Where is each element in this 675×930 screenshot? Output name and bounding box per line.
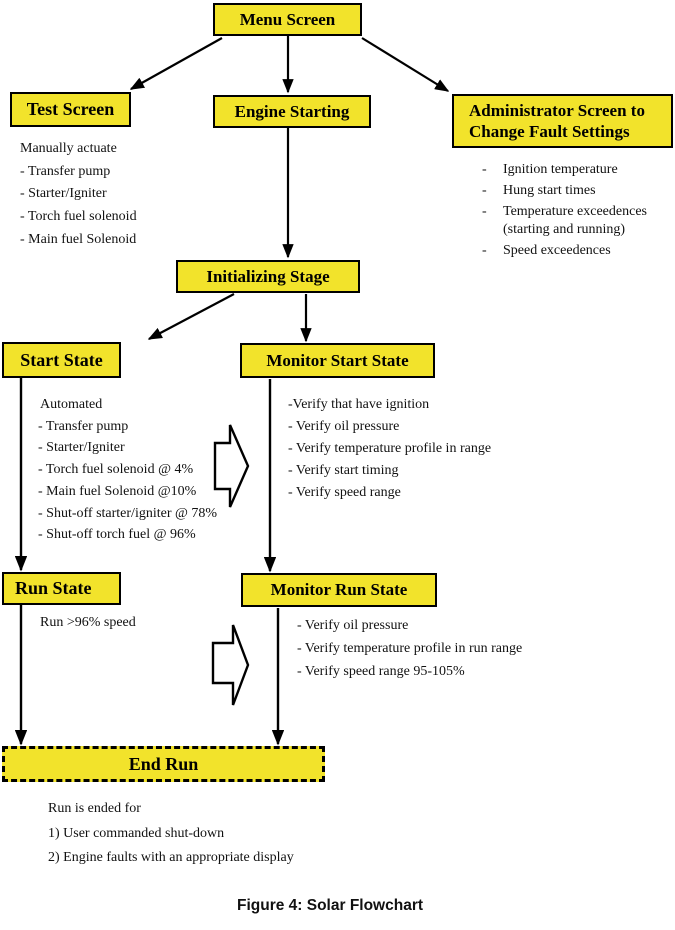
dash-bullet: - [482, 183, 487, 198]
start-notes-item: - Transfer pump [38, 418, 129, 434]
start-notes-item: - Shut-off torch fuel @ 96% [38, 527, 196, 543]
monitor-run-notes: - Verify oil pressure - Verify temperatu… [297, 614, 522, 683]
test-notes-item: - Main fuel Solenoid [20, 231, 137, 247]
start-notes-heading: Automated [40, 397, 103, 412]
monitor-start-notes: -Verify that have ignition - Verify oil … [288, 394, 491, 504]
test-screen-notes: Manually actuate - Transfer pump - Start… [20, 138, 137, 252]
monitor-run-item: - Verify oil pressure [297, 618, 409, 633]
node-menu-screen: Menu Screen [213, 3, 362, 36]
node-engine-starting: Engine Starting [213, 95, 371, 128]
dash-bullet: - [482, 243, 487, 258]
node-initializing-stage: Initializing Stage [176, 260, 360, 293]
run-state-note: Run >96% speed [40, 615, 136, 630]
admin-notes-item: - Hung start times [482, 183, 596, 198]
node-start-state: Start State [2, 342, 121, 378]
node-end-run: End Run [2, 746, 325, 782]
monitor-start-item: - Verify temperature profile in range [288, 441, 492, 456]
connector-menu-to-test [129, 37, 223, 90]
test-notes-item: - Torch fuel solenoid [20, 209, 137, 225]
node-monitor-start-state: Monitor Start State [240, 343, 435, 378]
monitor-start-item: - Verify speed range [288, 485, 401, 500]
start-notes-item: - Shut-off starter/igniter @ 78% [38, 505, 218, 521]
monitor-run-item: - Verify temperature profile in run rang… [297, 641, 523, 656]
end-notes-item: 1) User commanded shut-down [48, 825, 225, 841]
test-notes-item: - Starter/Igniter [20, 186, 107, 202]
start-state-notes: Automated - Transfer pump - Starter/Igni… [38, 394, 217, 546]
admin-notes-item: - Ignition temperature [482, 162, 618, 177]
monitor-start-item: - Verify oil pressure [288, 419, 400, 434]
node-run-state: Run State [2, 572, 121, 605]
start-notes-item: - Starter/Igniter [38, 440, 125, 456]
dash-bullet: - [482, 162, 487, 177]
block-arrow-run-to-monitor [211, 624, 250, 706]
node-test-screen: Test Screen [10, 92, 131, 127]
admin-notes: - Ignition temperature - Hung start time… [482, 161, 655, 263]
end-notes-item: 2) Engine faults with an appropriate dis… [48, 850, 294, 865]
admin-notes-item: - Temperature exceedences (starting and … [482, 204, 647, 237]
dash-bullet: - [482, 204, 487, 219]
connector-init-to-start [147, 293, 235, 340]
end-notes-heading: Run is ended for [48, 801, 141, 816]
start-notes-item: - Torch fuel solenoid @ 4% [38, 462, 194, 478]
admin-notes-item: - Speed exceedences [482, 243, 611, 258]
monitor-start-item: -Verify that have ignition [288, 397, 430, 412]
node-monitor-run-state: Monitor Run State [241, 573, 437, 607]
monitor-start-item: - Verify start timing [288, 463, 399, 478]
connector-menu-to-admin [361, 37, 450, 92]
block-arrow-start-to-monitor [213, 424, 250, 508]
figure-caption: Figure 4: Solar Flowchart [236, 897, 424, 914]
monitor-run-item: - Verify speed range 95-105% [297, 664, 465, 679]
node-admin-screen: Administrator Screen to Change Fault Set… [452, 94, 673, 148]
test-notes-item: - Transfer pump [20, 163, 111, 179]
test-notes-heading: Manually actuate [20, 141, 117, 156]
end-run-notes: Run is ended for 1) User commanded shut-… [48, 797, 294, 871]
start-notes-item: - Main fuel Solenoid @10% [38, 483, 197, 499]
